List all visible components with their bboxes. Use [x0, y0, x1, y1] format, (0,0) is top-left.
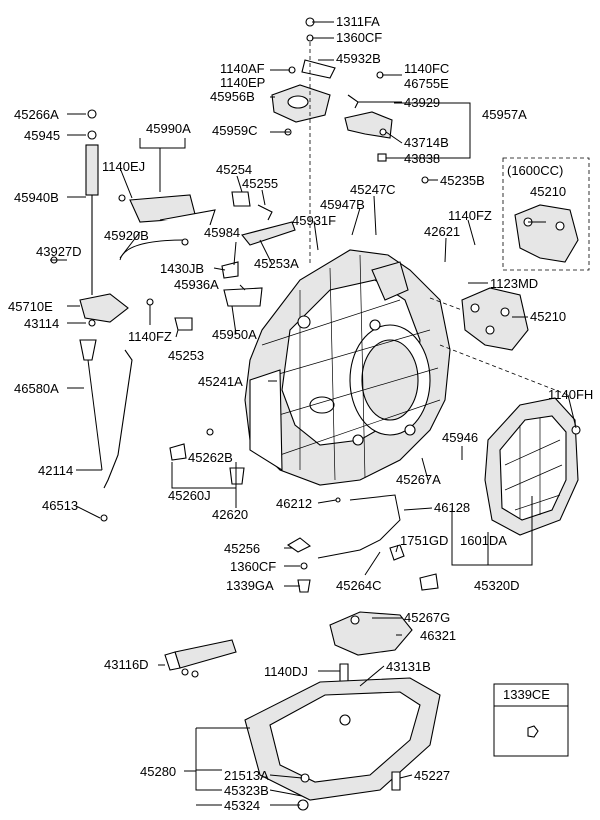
label-45266A: 45266A	[14, 107, 59, 122]
label-45947B: 45947B	[320, 197, 365, 212]
label-45323B: 45323B	[224, 783, 269, 798]
label-45959C: 45959C	[212, 123, 258, 138]
label-45255: 45255	[242, 176, 278, 191]
transmission-case	[244, 249, 451, 486]
part-labels: 1311FA 1360CF 45932B 1140AF 1140EP 45956…	[8, 14, 593, 813]
label-45264C: 45264C	[336, 578, 382, 593]
label-45254: 45254	[216, 162, 252, 177]
label-45324: 45324	[224, 798, 260, 813]
label-45227: 45227	[414, 768, 450, 783]
label-46580A: 46580A	[14, 381, 59, 396]
label-45241A: 45241A	[198, 374, 243, 389]
oil-filter	[329, 611, 413, 692]
label-46755E: 46755E	[404, 76, 449, 91]
label-45940B: 45940B	[14, 190, 59, 205]
label-21513A: 21513A	[224, 768, 269, 783]
label-45920B: 45920B	[104, 228, 149, 243]
label-43927D: 43927D	[36, 244, 82, 259]
label-45320D: 45320D	[474, 578, 520, 593]
label-43131B: 43131B	[386, 659, 431, 674]
label-1140FC: 1140FC	[404, 61, 449, 76]
engine-mount-bracket-1600	[514, 204, 579, 263]
label-1339GA: 1339GA	[226, 578, 274, 593]
label-45235B: 45235B	[440, 173, 485, 188]
label-1601DA: 1601DA	[460, 533, 507, 548]
shift-lever-assembly	[118, 194, 216, 261]
label-1140FZ-right: 1140FZ	[448, 208, 492, 223]
label-45262B: 45262B	[188, 450, 233, 465]
label-45931F: 45931F	[292, 213, 336, 228]
dipstick-tube-assembly	[50, 109, 129, 327]
label-1430JB: 1430JB	[160, 261, 204, 276]
label-43838: 43838	[404, 151, 440, 166]
label-45945: 45945	[24, 128, 60, 143]
oil-cooler-pipe	[317, 494, 439, 591]
label-1140EJ: 1140EJ	[102, 159, 145, 174]
label-1339CE: 1339CE	[503, 687, 550, 702]
label-45956B: 45956B	[210, 89, 255, 104]
label-43114: 43114	[24, 316, 59, 331]
label-45950A: 45950A	[212, 327, 257, 342]
label-45253A: 45253A	[254, 256, 299, 271]
bracket-line-45957A	[394, 102, 471, 159]
label-1140AF: 1140AF	[220, 61, 265, 76]
label-46321: 46321	[420, 628, 456, 643]
engine-mount-bracket	[461, 287, 529, 351]
1339ce-box	[493, 683, 569, 757]
label-45280: 45280	[140, 764, 176, 779]
label-42114: 42114	[38, 463, 73, 478]
label-1123MD: 1123MD	[490, 276, 538, 291]
label-45267G: 45267G	[404, 610, 450, 625]
label-46128: 46128	[434, 500, 470, 515]
label-1751GD: 1751GD	[400, 533, 448, 548]
label-1140DJ: 1140DJ	[264, 664, 308, 679]
leader-lines	[50, 21, 577, 806]
oil-pan	[244, 677, 441, 811]
label-43714B: 43714B	[404, 135, 449, 150]
sealant-tube	[164, 639, 237, 678]
label-45936A: 45936A	[174, 277, 219, 292]
label-43929: 43929	[404, 95, 440, 110]
label-1140EP: 1140EP	[220, 75, 265, 90]
label-45957A: 45957A	[482, 107, 527, 122]
label-1140FZ-left: 1140FZ	[128, 329, 172, 344]
label-45946: 45946	[442, 430, 478, 445]
label-45247C: 45247C	[350, 182, 396, 197]
label-1311FA: 1311FA	[336, 14, 380, 29]
1600cc-box	[502, 157, 590, 271]
label-45260J: 45260J	[168, 488, 211, 503]
label-45210: 45210	[530, 309, 566, 324]
side-cover	[484, 397, 581, 536]
label-45256: 45256	[224, 541, 260, 556]
label-45932B: 45932B	[336, 51, 381, 66]
label-1140FH: 1140FH	[548, 387, 593, 402]
label-42620: 42620	[212, 507, 248, 522]
label-45984: 45984	[204, 225, 240, 240]
dipstick	[79, 339, 133, 522]
1339ce-nut	[527, 725, 539, 738]
label-42621: 42621	[424, 224, 460, 239]
label-45990A: 45990A	[146, 121, 191, 136]
label-43116D: 43116D	[104, 657, 149, 672]
label-1600CC: (1600CC)	[507, 163, 563, 178]
label-45267A: 45267A	[396, 472, 441, 487]
lower-small-parts	[169, 428, 341, 593]
detent-lever-group	[146, 191, 296, 331]
inhibitor-switch	[271, 17, 336, 136]
label-46212: 46212	[276, 496, 312, 511]
label-45253: 45253	[168, 348, 204, 363]
label-46513: 46513	[42, 498, 78, 513]
label-1360CF-top: 1360CF	[336, 30, 382, 45]
label-45710E: 45710E	[8, 299, 53, 314]
label-45210-box: 45210	[530, 184, 566, 199]
label-1360CF-low: 1360CF	[230, 559, 276, 574]
